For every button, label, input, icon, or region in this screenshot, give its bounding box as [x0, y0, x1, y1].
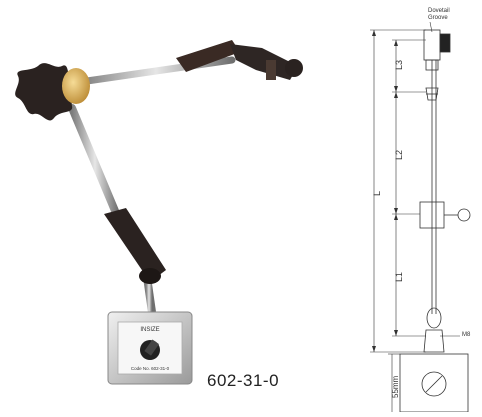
upper-clamp-arm	[176, 40, 240, 72]
model-code: 602-31-0	[207, 371, 280, 390]
pivot-gold-ring	[62, 68, 90, 104]
base-label-bottom: Code No. 602-31-0	[131, 366, 170, 371]
drawing-top-clamp	[423, 29, 441, 61]
upper-clamp-jaw	[230, 44, 298, 80]
dim-base-height: 55mm	[391, 375, 400, 398]
lower-joint-cap	[139, 268, 161, 284]
dovetail-label-line2: Groove	[428, 15, 448, 21]
drawing-top-screw	[439, 33, 451, 53]
drawing-base	[399, 353, 469, 413]
dim-l2: L2	[394, 150, 404, 160]
lower-joint-sleeve	[104, 208, 166, 282]
magnetic-stand-illustration: INSIZE Code No. 602-31-0	[15, 40, 303, 385]
technical-drawing: Dovetail Groove M8 L3 L2 L1 L 55mm	[340, 0, 482, 413]
on-off-lever	[144, 339, 160, 356]
dimension-drawing: Dovetail Groove M8 L3 L2 L1 L 55mm	[370, 8, 471, 413]
lower-arm-rod	[68, 104, 122, 222]
dim-l1: L1	[394, 272, 404, 282]
dovetail-label-line1: Dovetail	[428, 8, 450, 14]
thread-label: M8	[462, 332, 471, 338]
dim-l3: L3	[394, 60, 404, 70]
drawing-middle-knob	[457, 208, 471, 222]
dim-l: L	[372, 191, 382, 196]
base-label-top: INSIZE	[140, 327, 159, 333]
clamp-holder	[266, 60, 276, 80]
clamp-screw	[285, 59, 303, 77]
product-photo: INSIZE Code No. 602-31-0	[15, 40, 303, 385]
star-knob-icon	[15, 63, 77, 121]
drawing-base-knob	[421, 371, 447, 397]
